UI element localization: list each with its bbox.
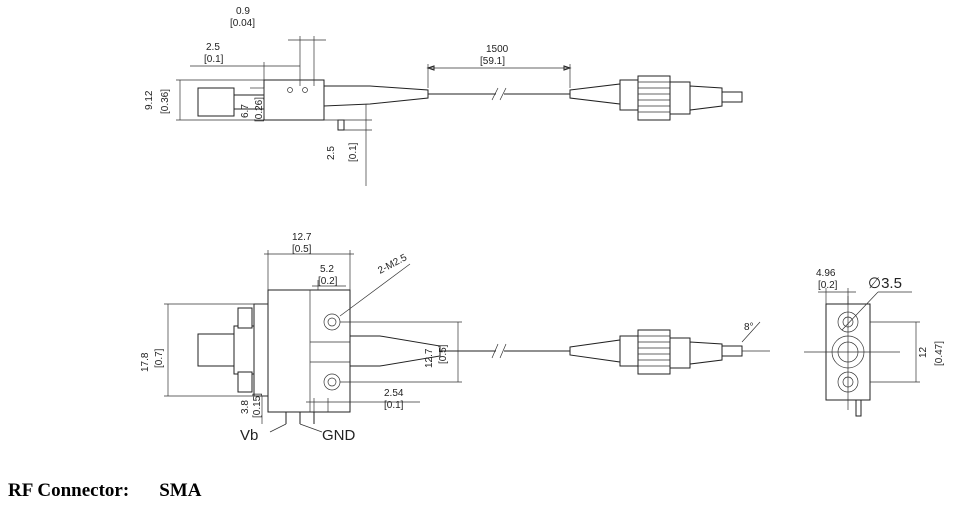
- dim-4-96: 4.96: [816, 268, 836, 279]
- dim-12-7-in: [0.5]: [292, 244, 312, 255]
- top-view: 0.9 [0.04] 2.5 [0.1] 1500 [59.1] 9.12 [0…: [144, 6, 743, 186]
- top-fc-nut: [637, 75, 671, 121]
- top-pin: [337, 119, 345, 131]
- front-view: 8° 12.7 [0.5] 5.2 [0.2] 2-M2.5 17.8 [0.7…: [140, 232, 770, 444]
- side-view: 4.96 [0.2] ∅3.5 12 [0.47]: [804, 268, 945, 417]
- top-boot: [323, 85, 429, 107]
- dim-5-2-in: [0.2]: [318, 276, 338, 287]
- dim-6-7-in: [0.26]: [254, 97, 265, 122]
- dim-2-5-in: [0.1]: [204, 54, 224, 65]
- caption-value: SMA: [159, 480, 202, 501]
- label-gnd: GND: [322, 427, 356, 444]
- front-sma-lower: [237, 371, 253, 393]
- dim-1500-in: [59.1]: [480, 56, 505, 67]
- dim-3-8-in: [0.15]: [252, 393, 263, 418]
- front-boot: [349, 335, 441, 367]
- dim-2-54: 2.54: [384, 388, 404, 399]
- dim-3-8: 3.8: [240, 400, 251, 414]
- side-hole-upper: [837, 311, 859, 333]
- dim-12-7v: 12.7: [424, 348, 435, 368]
- dim-angle: 8°: [744, 322, 754, 333]
- dim-dia: ∅3.5: [868, 275, 902, 292]
- dim-5-2: 5.2: [320, 264, 334, 275]
- dim-2-5: 2.5: [206, 42, 220, 53]
- dim-17-8-in: [0.7]: [154, 348, 165, 368]
- dim-12-7v-in: [0.5]: [438, 344, 449, 364]
- dim-12-in: [0.47]: [934, 341, 945, 366]
- front-sma-body: [197, 333, 235, 367]
- dim-9-12: 9.12: [144, 90, 155, 110]
- dim-pin: 2.5: [326, 146, 337, 160]
- dim-0-9: 0.9: [236, 6, 250, 17]
- dim-2-54-in: [0.1]: [384, 400, 404, 411]
- front-sma-upper: [237, 307, 253, 329]
- dim-pin-in: [0.1]: [348, 142, 359, 162]
- side-hole-lower: [837, 371, 859, 393]
- dim-12: 12: [918, 346, 929, 358]
- dim-12-7: 12.7: [292, 232, 312, 243]
- rf-connector-caption: RF Connector: SMA: [8, 480, 201, 502]
- dim-1500: 1500: [486, 44, 509, 55]
- side-connector: [831, 335, 865, 369]
- dim-9-12-in: [0.36]: [160, 89, 171, 114]
- dim-0-9-in: [0.04]: [230, 18, 255, 29]
- top-sma-block: [197, 87, 235, 117]
- front-housing: [267, 289, 351, 413]
- dim-m25: 2-M2.5: [376, 252, 409, 277]
- label-vb: Vb: [240, 427, 258, 444]
- dim-6-7: 6.7: [240, 104, 251, 118]
- top-housing: [263, 79, 325, 121]
- caption-label: RF Connector:: [8, 480, 130, 501]
- dim-4-96-in: [0.2]: [818, 280, 838, 291]
- front-fc-nut: [637, 329, 671, 375]
- dim-17-8: 17.8: [140, 352, 151, 372]
